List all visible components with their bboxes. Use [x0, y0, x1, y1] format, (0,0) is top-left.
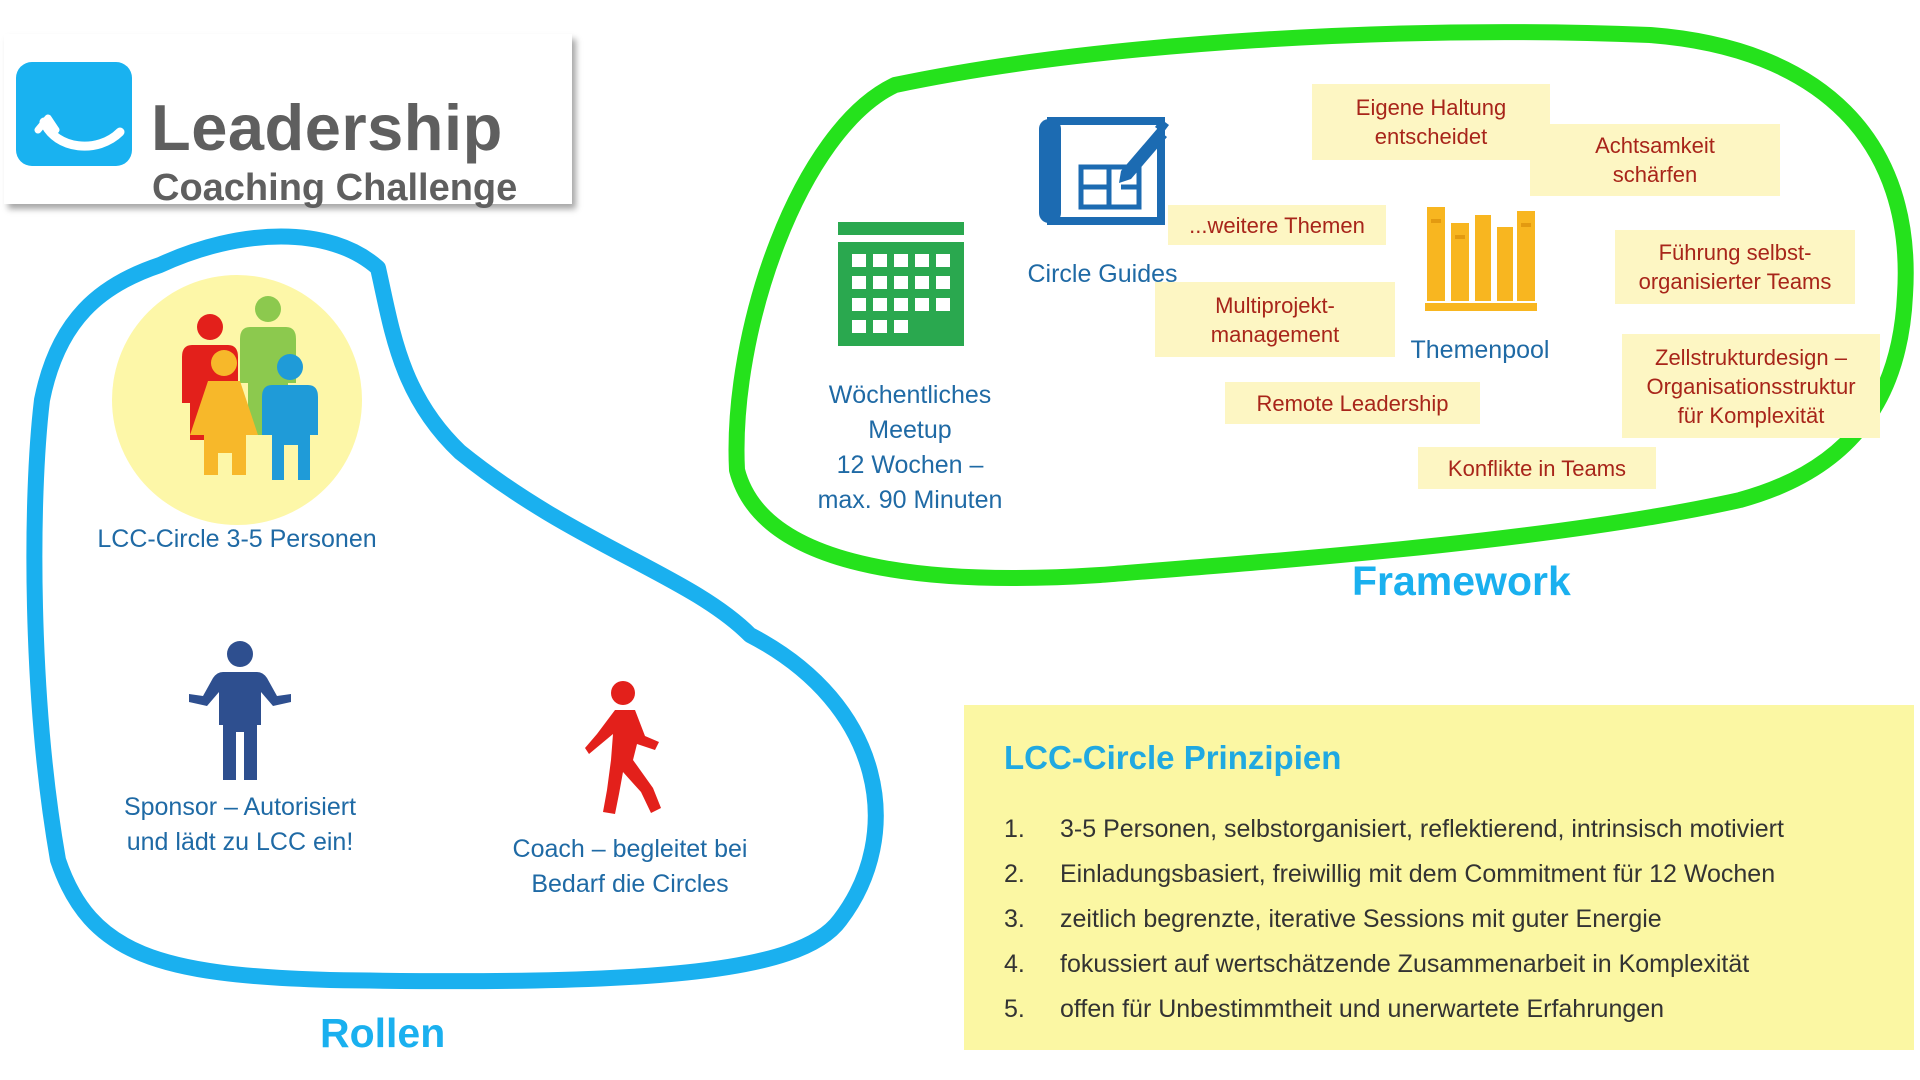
meetup-label: Wöchentliches Meetup 12 Wochen – max. 90… — [817, 381, 1003, 514]
topic-note: Achtsamkeit schärfen — [1530, 124, 1780, 196]
themenpool-label: Themenpool — [1410, 336, 1550, 364]
topic-note: Multiprojekt- management — [1155, 282, 1395, 357]
logo-subtitle: Coaching Challenge — [152, 167, 518, 209]
principle-text: fokussiert auf wertschätzende Zusammenar… — [1060, 950, 1750, 978]
blueprint-pencil-icon — [1039, 117, 1169, 225]
principles-list: 1. 3-5 Personen, selbstorganisiert, refle… — [1004, 807, 1784, 1032]
circle-label: LCC-Circle 3-5 Personen — [97, 525, 377, 553]
principle-number: 4. — [1004, 950, 1025, 978]
topic-note: Zellstrukturdesign – Organisationsstrukt… — [1622, 334, 1880, 438]
rollen-outline — [26, 228, 884, 990]
topic-note: Führung selbst- organisierter Teams — [1615, 230, 1855, 304]
principle-text: zeitlich begrenzte, iterative Sessions m… — [1060, 905, 1662, 933]
logo-box: Leadership Coaching Challenge — [4, 34, 572, 209]
principle-item: 1. 3-5 Personen, selbstorganisiert, refle… — [1004, 807, 1784, 852]
principle-number: 3. — [1004, 905, 1025, 933]
person-shrug-icon — [189, 641, 291, 780]
sponsor-label: Sponsor – Autorisiert und lädt zu LCC ei… — [123, 793, 357, 856]
topic-note: Konflikte in Teams — [1418, 447, 1656, 489]
people-group-icon — [112, 275, 362, 525]
topic-note: ...weitere Themen — [1168, 205, 1386, 245]
principle-number: 2. — [1004, 860, 1025, 888]
calendar-icon — [838, 222, 964, 346]
guides-label: Circle Guides — [1027, 260, 1178, 288]
books-icon — [1425, 207, 1537, 311]
rollen-section-label: Rollen — [320, 1010, 446, 1056]
principle-text: 3-5 Personen, selbstorganisiert, reflekt… — [1060, 815, 1784, 843]
principles-box: LCC-Circle Prinzipien 1. 3-5 Personen, se… — [964, 705, 1914, 1050]
logo-smile-icon — [16, 62, 132, 166]
principle-number: 5. — [1004, 995, 1025, 1023]
principle-item: 3. zeitlich begrenzte, iterative Sessions… — [1004, 897, 1784, 942]
principle-item: 5. offen für Unbestimmtheit und unerwarte… — [1004, 987, 1784, 1032]
principle-text: Einladungsbasiert, freiwillig mit dem Co… — [1060, 860, 1776, 888]
coach-label: Coach – begleitet bei Bedarf die Circles — [512, 835, 748, 898]
principle-text: offen für Unbestimmtheit und unerwartete… — [1060, 995, 1665, 1023]
person-walking-icon — [585, 681, 661, 814]
framework-section-label: Framework — [1352, 558, 1571, 604]
logo-title: Leadership — [151, 91, 503, 164]
principle-item: 4. fokussiert auf wertschätzende Zusammen… — [1004, 942, 1784, 987]
principles-title: LCC-Circle Prinzipien — [1004, 739, 1342, 776]
topic-note: Eigene Haltung entscheidet — [1312, 84, 1550, 160]
topic-note: Remote Leadership — [1225, 382, 1480, 424]
principle-item: 2. Einladungsbasiert, freiwillig mit dem … — [1004, 852, 1784, 897]
framework-outline — [728, 24, 1914, 586]
principle-number: 1. — [1004, 815, 1025, 843]
